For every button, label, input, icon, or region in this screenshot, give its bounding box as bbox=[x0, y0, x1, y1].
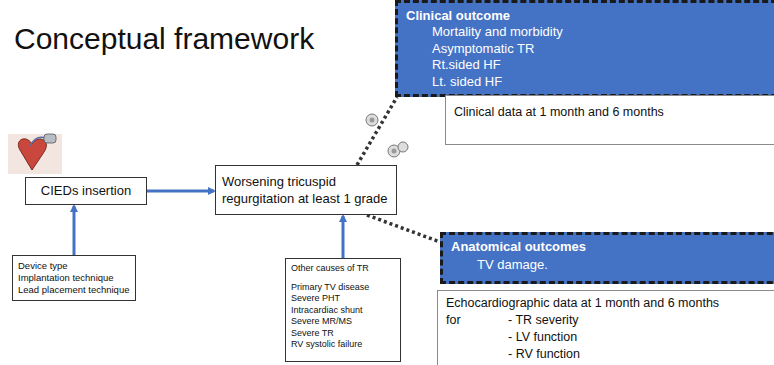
data-box: Echocardiographic data at 1 month and 6 … bbox=[437, 290, 774, 365]
flow-arrow bbox=[342, 216, 345, 258]
box-text: Implantation technique bbox=[18, 272, 130, 284]
heart-device-icon bbox=[8, 134, 62, 174]
box-heading: Anatomical outcomes bbox=[451, 238, 774, 256]
box-text: for bbox=[446, 313, 508, 330]
box-text: - LV function bbox=[508, 330, 773, 347]
process-box: CIEDs insertion bbox=[25, 177, 147, 205]
outcome-box: Anatomical outcomesTV damage. bbox=[440, 232, 774, 284]
process-box: Worsening tricuspid regurgitation at lea… bbox=[215, 165, 397, 215]
box-heading: Echocardiographic data at 1 month and 6 … bbox=[446, 296, 773, 313]
flow-arrow bbox=[147, 190, 214, 193]
dotted-callout-line bbox=[367, 215, 440, 242]
icon-ground bbox=[8, 134, 62, 174]
box-text: Lead placement technique bbox=[18, 284, 130, 296]
pacemaker-can bbox=[44, 134, 56, 143]
box-text: - TR severity bbox=[508, 313, 773, 330]
box-heading: Clinical data at 1 month and 6 months bbox=[454, 104, 774, 120]
data-box: Clinical data at 1 month and 6 months bbox=[445, 95, 774, 145]
box-text: Primary TV disease bbox=[291, 282, 395, 294]
box-text: Severe TR bbox=[291, 328, 395, 340]
box-text: Rt.sided HF bbox=[406, 57, 774, 74]
box-text: Mortality and morbidity bbox=[406, 24, 774, 41]
box-text: Lt. sided HF bbox=[406, 74, 774, 91]
dotted-callout-line bbox=[357, 97, 397, 165]
factor-box: Other causes of TRPrimary TV diseaseSeve… bbox=[285, 258, 401, 362]
box-text: - RV function bbox=[508, 347, 773, 364]
box-text: Asymptomatic TR bbox=[406, 41, 774, 58]
outcome-box: Clinical outcomeMortality and morbidityA… bbox=[395, 0, 774, 97]
flow-arrow bbox=[73, 206, 76, 255]
box-text: Intracardiac shunt bbox=[291, 305, 395, 317]
box-heading: CIEDs insertion bbox=[32, 183, 140, 199]
valve-icon bbox=[388, 142, 408, 157]
box-text: TV damage. bbox=[451, 256, 774, 274]
factor-box: Device typeImplantation techniqueLead pl… bbox=[12, 255, 136, 301]
box-heading: Worsening tricuspid regurgitation at lea… bbox=[222, 173, 390, 207]
box-text: RV systolic failure bbox=[291, 339, 395, 351]
box-heading: Clinical outcome bbox=[406, 7, 774, 24]
valve-icon bbox=[366, 114, 378, 126]
box-heading: Device type bbox=[18, 260, 130, 272]
heart-shape bbox=[18, 139, 46, 170]
box-text: Severe MR/MS bbox=[291, 316, 395, 328]
box-heading: Other causes of TR bbox=[291, 263, 395, 275]
box-text: Severe PHT bbox=[291, 293, 395, 305]
slide-title: Conceptual framework bbox=[14, 22, 314, 56]
